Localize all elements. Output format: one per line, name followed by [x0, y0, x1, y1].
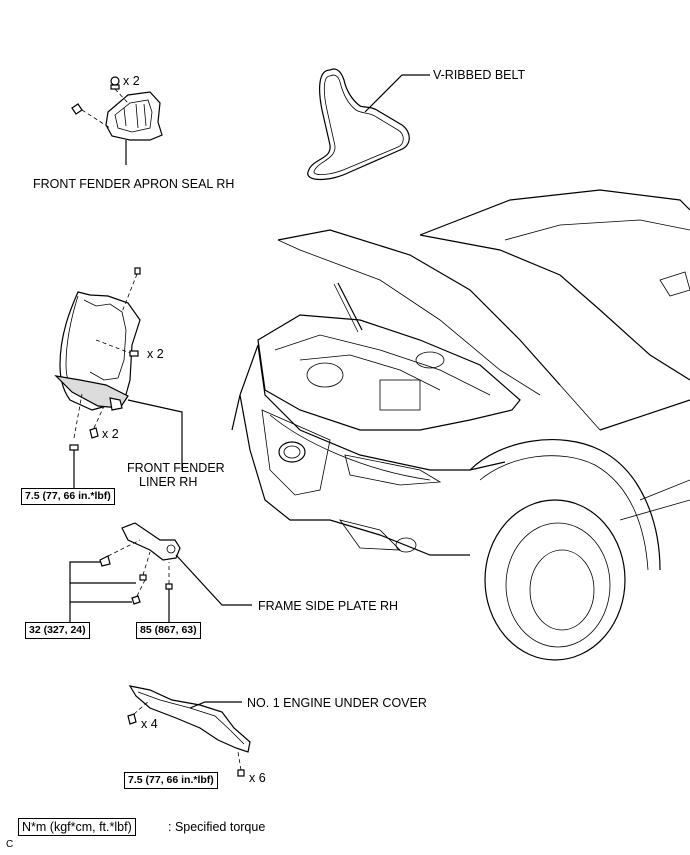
engine-under-cover-label: NO. 1 ENGINE UNDER COVER [247, 696, 427, 710]
v-ribbed-belt-label: V-RIBBED BELT [433, 68, 526, 82]
apron-seal-clip-quantity: x 2 [123, 74, 140, 88]
frame-plate-torque-spec-right: 85 (867, 63) [136, 622, 201, 639]
under-cover-clip-quantity: x 4 [141, 717, 158, 731]
corner-code: C [6, 839, 14, 850]
engine-under-cover-drawing [127, 685, 251, 777]
v-ribbed-belt-drawing [307, 68, 430, 181]
under-cover-torque-spec: 7.5 (77, 66 in.*lbf) [124, 772, 218, 789]
vehicle-drawing [231, 189, 690, 661]
frame-side-plate-label: FRAME SIDE PLATE RH [258, 599, 399, 613]
frame-side-plate-drawing [69, 522, 252, 622]
legend-description: : Specified torque [168, 820, 266, 834]
legend-unit-box: N*m (kgf*cm, ft.*lbf) [18, 818, 136, 836]
under-cover-bolt-quantity: x 6 [249, 771, 266, 785]
front-fender-liner-label-line1: FRONT FENDER [127, 461, 225, 475]
liner-torque-spec: 7.5 (77, 66 in.*lbf) [21, 488, 115, 505]
front-fender-apron-seal-label: FRONT FENDER APRON SEAL RH [33, 177, 235, 191]
fender-liner-drawing [54, 267, 183, 488]
front-fender-liner-label-line2: LINER RH [139, 475, 198, 489]
liner-upper-screw-quantity: x 2 [147, 347, 164, 361]
apron-seal-drawing [71, 76, 163, 165]
liner-lower-clip-quantity: x 2 [102, 427, 119, 441]
frame-plate-torque-spec-left: 32 (327, 24) [25, 622, 90, 639]
